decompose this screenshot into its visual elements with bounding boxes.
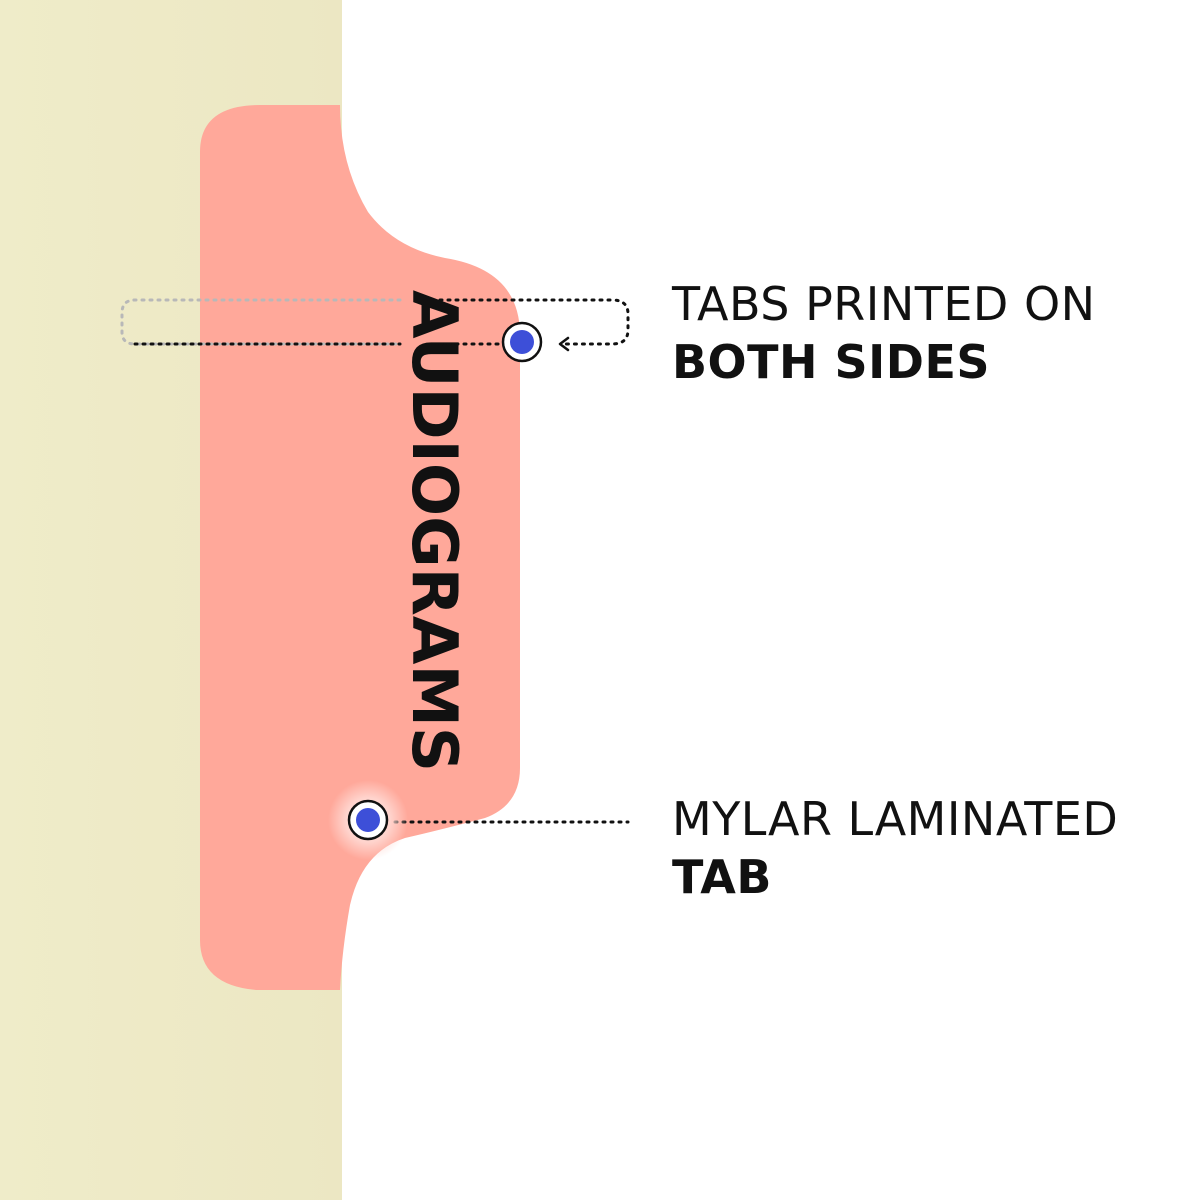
callout-emphasis: TAB [672,850,772,904]
both-sides-loop-top [438,298,630,346]
both-sides-loop-back [120,298,402,346]
callout-emphasis: BOTH SIDES [672,335,991,389]
callout-both-sides: TABS PRINTED ON BOTH SIDES [672,275,1096,391]
divider-tab [200,105,520,990]
callout-mylar-tab: MYLAR LAMINATED TAB [672,790,1118,906]
dot-marker-icon [501,321,543,363]
callout-line: TABS PRINTED ON [672,277,1096,331]
callout-line: MYLAR LAMINATED [672,792,1119,846]
arrow-left-icon [558,336,570,352]
tab-label: AUDIOGRAMS [398,290,471,772]
dot-marker-icon [347,799,389,841]
